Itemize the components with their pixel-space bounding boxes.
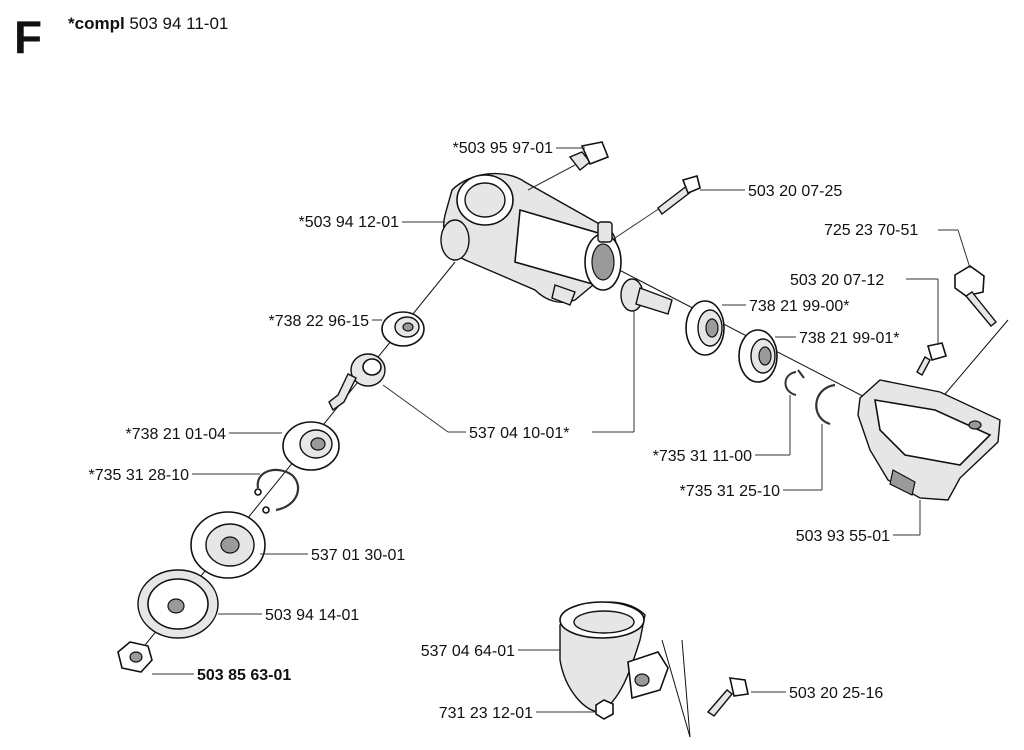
gear-guard-drawing: [857, 379, 1001, 501]
bearing-738210104-drawing: [282, 421, 340, 471]
assembly-axis-right: [599, 259, 881, 406]
bolt-top-drawing: [527, 141, 610, 191]
label-clamp-537046401: 537 04 64-01: [421, 643, 515, 660]
output-shaft-drawing: [328, 353, 386, 412]
pinion-shaft-drawing: [620, 278, 673, 315]
label-screw-503200725: 503 20 07-25: [748, 183, 842, 200]
leader-lines: [152, 147, 971, 713]
screw-503202516-drawing: [706, 677, 749, 717]
screw-503200725-drawing: [614, 175, 701, 239]
label-bearing-738210104: *738 21 01-04: [125, 426, 226, 443]
clamp-axis-b: [681, 639, 691, 738]
label-bearing-738219900: 738 21 99-00*: [749, 298, 850, 315]
washer-537013001-drawing: [190, 511, 266, 579]
clamp-drawing: [559, 601, 669, 713]
ring-735311100-drawing: [784, 369, 805, 396]
label-shaft-537041001: 537 04 10-01*: [469, 425, 570, 442]
compl-prefix: *compl: [68, 14, 125, 33]
label-bearing-738219901: 738 21 99-01*: [799, 330, 900, 347]
gear-housing-drawing: [440, 172, 622, 306]
clamp-axis-a: [661, 639, 691, 738]
section-letter: F: [14, 11, 43, 63]
cup-503941401-drawing: [137, 569, 219, 639]
label-guard-503935501: 503 93 55-01: [796, 528, 890, 545]
ring-735312510-drawing: [815, 383, 836, 426]
label-bearing-738229615: *738 22 96-15: [268, 313, 369, 330]
bolt-725237051-drawing: [954, 265, 997, 327]
bearing-738219901-drawing: [738, 329, 778, 383]
label-bolt-725237051: 725 23 70-51: [824, 222, 918, 239]
label-bolt-top: *503 95 97-01: [452, 140, 553, 157]
compl-number: 503 94 11-01: [129, 14, 229, 33]
label-ring-735312510: *735 31 25-10: [679, 483, 780, 500]
label-nut-503856301: 503 85 63-01: [197, 667, 291, 684]
guard-bolt-axis: [939, 319, 1009, 401]
screw-503200712-drawing: [916, 342, 948, 376]
label-cup-503941401: 503 94 14-01: [265, 607, 359, 624]
label-nut-731231201: 731 23 12-01: [439, 705, 533, 722]
label-ring-735312810: *735 31 28-10: [88, 467, 189, 484]
label-screw-503202516: 503 20 25-16: [789, 685, 883, 702]
nut-503856301-drawing: [117, 641, 153, 673]
bearing-738229615-drawing: [381, 311, 425, 347]
label-ring-735311100: *735 31 11-00: [653, 448, 752, 465]
complete-assembly-number: *compl 503 94 11-01: [68, 14, 228, 34]
label-washer-537013001: 537 01 30-01: [311, 547, 405, 564]
bearing-738219900-drawing: [685, 300, 725, 356]
label-screw-503200712: 503 20 07-12: [790, 272, 884, 289]
ring-735312810-drawing: [254, 468, 300, 514]
label-gear-housing: *503 94 12-01: [298, 214, 399, 231]
nut-731231201-drawing: [595, 699, 614, 720]
